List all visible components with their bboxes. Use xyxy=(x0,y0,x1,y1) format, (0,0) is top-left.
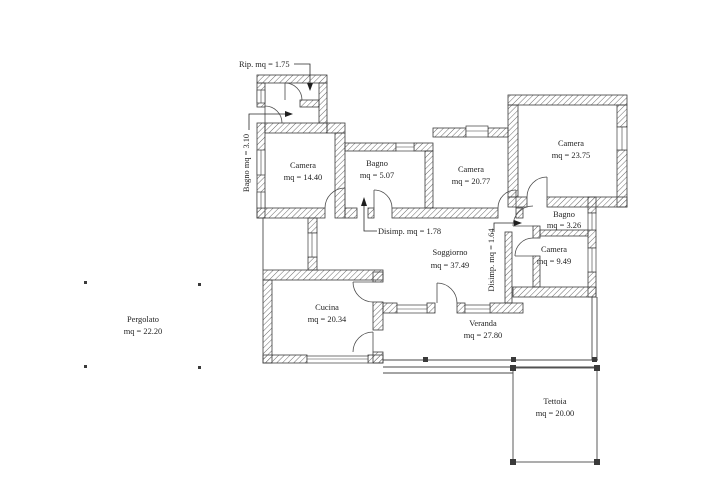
annotation-arrows xyxy=(248,63,522,232)
label-camera-23-area: mq = 23.75 xyxy=(552,151,590,160)
disimp-164-arrow-icon xyxy=(514,220,522,226)
label-disimp-178: Disimp. mq = 1.78 xyxy=(378,227,441,236)
room-labels: Rip. mq = 1.75 Bagno mq = 3.10 Camera mq… xyxy=(124,60,590,418)
label-rip: Rip. mq = 1.75 xyxy=(239,60,290,69)
label-bagno-entry: Bagno mq = 3.10 xyxy=(242,134,251,192)
walls-layer xyxy=(256,74,628,364)
rip-arrow-icon xyxy=(307,83,313,91)
label-pergolato-name: Pergolato xyxy=(127,315,159,324)
label-camera-20-area: mq = 20.77 xyxy=(452,177,490,186)
outdoor-layer xyxy=(84,218,600,465)
entry-arrow-icon xyxy=(285,111,293,117)
label-camera-23-name: Camera xyxy=(558,139,584,148)
label-veranda-area: mq = 27.80 xyxy=(464,331,502,340)
label-soggiorno-name: Soggiorno xyxy=(433,248,468,257)
pergolato-posts xyxy=(84,281,201,369)
label-soggiorno-area: mq = 37.49 xyxy=(431,261,469,270)
doors-layer xyxy=(264,82,548,353)
label-disimp-164: Disimp. mq = 1.64 xyxy=(487,228,496,292)
label-tettoia-name: Tettoia xyxy=(543,397,566,406)
windows-layer xyxy=(256,89,628,364)
label-bagno-3-area: mq = 3.26 xyxy=(547,221,581,230)
label-veranda-name: Veranda xyxy=(469,319,497,328)
label-pergolato-area: mq = 22.20 xyxy=(124,327,162,336)
label-tettoia-area: mq = 20.00 xyxy=(536,409,574,418)
label-camera-9-name: Camera xyxy=(541,245,567,254)
label-camera-20-name: Camera xyxy=(458,165,484,174)
label-bagno-5-area: mq = 5.07 xyxy=(360,171,394,180)
disimp-178-arrow-icon xyxy=(361,197,367,206)
label-cucina-name: Cucina xyxy=(315,303,339,312)
label-camera-14-name: Camera xyxy=(290,161,316,170)
label-bagno-3-name: Bagno xyxy=(553,210,575,219)
label-bagno-5-name: Bagno xyxy=(366,159,388,168)
label-cucina-area: mq = 20.34 xyxy=(308,315,347,324)
tettoia-outline xyxy=(512,367,598,463)
label-camera-9-area: mq = 9.49 xyxy=(537,257,571,266)
label-camera-14-area: mq = 14.40 xyxy=(284,173,322,182)
